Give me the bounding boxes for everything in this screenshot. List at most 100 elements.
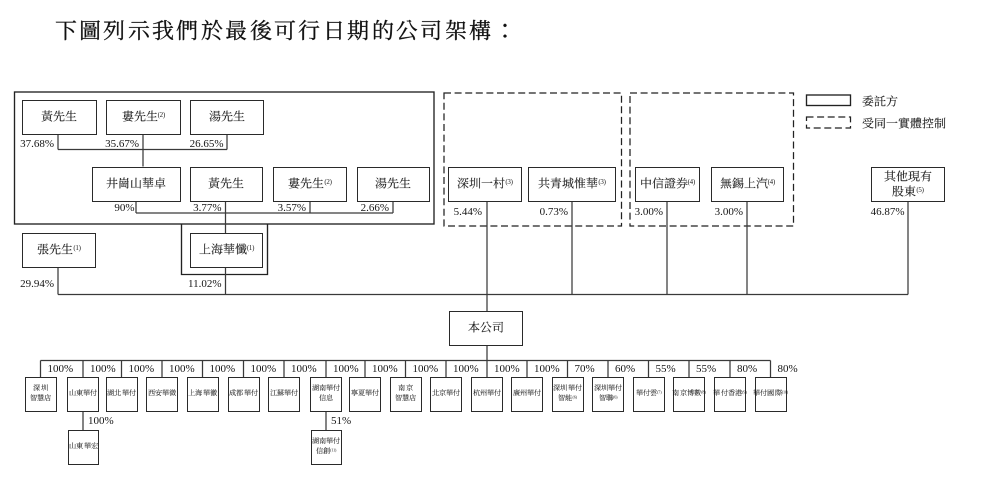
box-sub-hubei-huafu — [105, 377, 138, 412]
pct-sub-guangzhou-huafu-pct: 100% — [534, 362, 560, 375]
pct-mr-lou-top-pct: 35.67% — [105, 138, 139, 150]
box-label-text — [892, 184, 917, 198]
box-label: (3) — [538, 177, 606, 191]
box-label-text — [598, 394, 613, 403]
box-shenzhen-yicun: (3) — [448, 167, 522, 202]
box-sub-beijing-huafu — [430, 377, 462, 412]
entrusting-party-frame — [13, 91, 435, 225]
box-label-text — [37, 243, 73, 257]
box-label-text — [512, 389, 542, 398]
box-label-line1 — [553, 384, 582, 394]
box-label-text — [188, 389, 217, 398]
box-gongqingcheng-weihua: (3) — [528, 167, 616, 202]
box-label — [41, 110, 77, 124]
box-label-text — [350, 389, 380, 398]
box-label — [106, 177, 166, 191]
box-label-text — [147, 389, 177, 398]
box-label-text — [107, 389, 136, 398]
box-label: (1) — [199, 243, 254, 257]
box-sub-shanghai-huahui — [186, 377, 219, 412]
box-mr-zhang: (1) — [22, 233, 96, 268]
box-label — [431, 389, 461, 399]
box-label-text — [635, 389, 658, 398]
box-label-text — [199, 243, 247, 257]
page-title — [55, 17, 518, 44]
pct-mr-huang-top-pct: 37.68% — [20, 138, 54, 150]
pct-mr-zhang-pct: 29.94% — [20, 278, 54, 290]
box-label-line2: (6) — [558, 394, 577, 404]
footnote-marker: (5) — [916, 185, 924, 194]
footnote-marker: (8) — [701, 389, 706, 395]
box-label-text — [672, 389, 702, 398]
box-label-text — [395, 394, 417, 403]
box-label-line2: (5) — [892, 184, 924, 199]
box-the-company — [449, 311, 523, 346]
box-label-text — [640, 177, 688, 191]
box-label: (7) — [635, 389, 662, 399]
box-label — [69, 389, 98, 399]
footnote-marker: (6) — [613, 394, 618, 400]
pct-sub-huafu-yun-pct: 55% — [655, 362, 676, 375]
pct-sub-jiangsu-huafu-pct: 100% — [291, 362, 317, 375]
box-sub-jiangsu-huafu — [268, 377, 300, 412]
box-label — [472, 389, 502, 399]
box-child-shandong-huahong — [68, 430, 99, 465]
box-label: (9) — [713, 389, 747, 399]
box-label-text — [713, 389, 743, 398]
box-label-line1 — [884, 170, 932, 184]
pct-jinggangshan-huazhuo-pct: 90% — [114, 201, 135, 214]
same-entity-control-frame-1 — [443, 92, 623, 227]
box-child-hunan-huafu-xinchuang: (11) — [310, 430, 342, 465]
footnote-marker: (9) — [742, 389, 747, 395]
footnote-marker: (1) — [246, 244, 255, 253]
box-sub-hangzhou-huafu — [471, 377, 503, 412]
pct-citic-securities-pct: 3.00% — [634, 205, 663, 218]
box-label: (3) — [457, 177, 513, 191]
box-label-line1 — [33, 384, 48, 394]
box-mr-tang-top — [190, 99, 264, 135]
pct-sub-shanghai-huahui-pct: 100% — [209, 362, 236, 375]
pct-child-hunan-huafu-xinchuang-pct: 51% — [331, 414, 352, 427]
footnote-marker: (3) — [505, 178, 513, 187]
pct-sub-xian-huawei-pct: 100% — [169, 362, 195, 375]
box-jinggangshan-huazhuo — [92, 166, 181, 202]
box-label-text — [106, 177, 166, 191]
pct-sub-hubei-huafu-pct: 100% — [128, 362, 155, 375]
pct-wuxi-shangqi-pct: 3.00% — [714, 205, 743, 218]
box-label-line1 — [311, 437, 341, 447]
box-label-text — [122, 110, 158, 124]
pct-mr-huang-mid-pct: 3.77% — [193, 201, 222, 214]
box-label: (10) — [753, 389, 788, 399]
box-sub-shenzhen-zhihuidian — [24, 377, 57, 412]
pct-gongqingcheng-weihua-pct: 0.73% — [539, 205, 568, 218]
box-label-text — [229, 389, 258, 398]
footnote-marker: (10) — [781, 389, 789, 395]
box-label-line2: (11) — [315, 447, 336, 457]
legend-dashed-label — [862, 117, 946, 130]
box-label-line2: (6) — [598, 394, 618, 404]
box-label-text — [269, 389, 299, 398]
pct-shenzhen-yicun-pct: 5.44% — [453, 205, 482, 218]
box-sub-xian-huawei — [146, 377, 178, 412]
box-label-text — [472, 389, 502, 398]
box-wuxi-shangqi: (4) — [711, 167, 784, 202]
box-label — [350, 389, 380, 399]
box-sub-shenzhen-huafu-zhineng: (6) — [551, 377, 584, 412]
pct-sub-huafu-international-pct: 80% — [777, 362, 798, 375]
box-mr-huang-top — [22, 99, 97, 135]
box-label: (2) — [288, 177, 332, 191]
box-label — [512, 389, 542, 399]
box-label-text — [208, 177, 244, 191]
footnote-marker: (4) — [767, 178, 776, 187]
pct-sub-nanjing-boshu-pct: 55% — [696, 362, 717, 375]
box-label — [107, 389, 136, 399]
pct-child-shandong-huahong-pct: 100% — [88, 414, 114, 427]
pct-sub-hunan-huafu-xinxi-pct: 100% — [333, 362, 359, 375]
box-sub-huafu-hongkong: (9) — [713, 377, 747, 412]
entrusting-party-frame-pocket — [180, 224, 269, 276]
box-label-text — [315, 447, 330, 456]
legend-solid-swatch — [805, 94, 852, 107]
box-other-existing-shareholders: (5) — [871, 167, 945, 202]
box-label — [468, 321, 504, 335]
